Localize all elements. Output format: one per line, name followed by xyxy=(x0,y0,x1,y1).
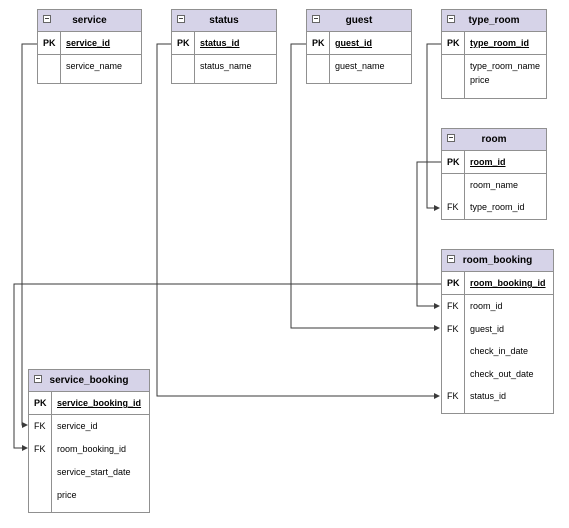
field-name: status_id xyxy=(470,391,507,401)
key-marker: PK xyxy=(177,38,190,48)
key-marker: PK xyxy=(312,38,325,48)
table-row-pk: PK room_id xyxy=(442,151,546,174)
table-row: type_room_name xyxy=(442,59,546,73)
table-row: price xyxy=(442,73,546,87)
table-header[interactable]: guest xyxy=(307,10,411,32)
field-name: service_name xyxy=(66,61,123,71)
table-row: check_out_date xyxy=(442,363,553,386)
field-name: service_start_date xyxy=(57,467,131,477)
collapse-toggle-icon[interactable] xyxy=(177,15,185,23)
relation-line-guest xyxy=(290,43,440,331)
relation-line-room xyxy=(416,161,441,309)
field-name: room_id xyxy=(470,301,503,311)
field-name: status_id xyxy=(200,38,240,48)
field-name: guest_id xyxy=(335,38,373,48)
field-name: room_booking_id xyxy=(470,278,546,288)
field-name: guest_id xyxy=(470,323,505,334)
relation-line-status xyxy=(156,43,440,399)
table-row: room_name xyxy=(442,174,546,196)
field-name: service_id xyxy=(66,38,111,48)
table-service[interactable]: service PK service_id service_name xyxy=(37,9,142,84)
table-row-pk: PK service_booking_id xyxy=(29,392,149,415)
table-row: guest_name xyxy=(307,55,411,77)
table-room-booking[interactable]: room_booking PK room_booking_id FK room_… xyxy=(441,249,554,414)
field-name: status_name xyxy=(200,61,252,71)
table-name: room_booking xyxy=(462,255,533,266)
field-name: room_id xyxy=(470,157,506,167)
key-marker: FK xyxy=(34,421,46,431)
field-name: service_id xyxy=(57,421,98,431)
table-service-booking[interactable]: service_booking PK service_booking_id FK… xyxy=(28,369,150,513)
table-name: service xyxy=(72,15,107,26)
table-guest[interactable]: guest PK guest_id guest_name xyxy=(306,9,412,84)
table-name: room xyxy=(481,134,507,145)
collapse-toggle-icon[interactable] xyxy=(34,375,42,383)
table-header[interactable]: service_booking xyxy=(29,370,149,392)
field-name: type_room_id xyxy=(470,202,525,212)
table-row-pk: PK type_room_id xyxy=(442,32,546,55)
table-row: service_name xyxy=(38,55,141,77)
field-name: room_booking_id xyxy=(57,444,127,454)
table-row-pk: PK guest_id xyxy=(307,32,411,55)
table-status[interactable]: status PK status_id status_name xyxy=(171,9,277,84)
table-row-fk: FK room_booking_id xyxy=(29,438,149,461)
table-header[interactable]: room xyxy=(442,129,546,151)
field-name: type_room_id xyxy=(470,38,530,48)
table-room[interactable]: room PK room_id room_name FK type_room_i… xyxy=(441,128,547,220)
table-row-pk: PK status_id xyxy=(172,32,276,55)
table-name: type_room xyxy=(468,15,520,26)
collapse-toggle-icon[interactable] xyxy=(312,15,320,23)
key-marker: FK xyxy=(447,391,459,401)
key-marker: PK xyxy=(43,38,56,48)
table-header[interactable]: type_room xyxy=(442,10,546,32)
table-row: service_start_date xyxy=(29,461,149,484)
field-name: service_booking_id xyxy=(57,398,142,408)
field-name: price xyxy=(470,75,490,85)
table-header[interactable]: service xyxy=(38,10,141,32)
collapse-toggle-icon[interactable] xyxy=(447,15,455,23)
table-type-room[interactable]: type_room PK type_room_id type_room_name… xyxy=(441,9,547,99)
key-marker: PK xyxy=(34,398,47,408)
table-row: check_in_date xyxy=(442,340,553,363)
field-name: price xyxy=(57,490,77,500)
table-row-fk: FK service_id xyxy=(29,415,149,438)
field-name: check_in_date xyxy=(470,346,529,356)
field-name: check_out_date xyxy=(470,368,534,379)
field-name: guest_name xyxy=(335,61,385,71)
key-marker: PK xyxy=(447,278,460,288)
key-marker: FK xyxy=(34,444,46,454)
table-name: status xyxy=(209,15,239,26)
table-name: guest xyxy=(345,15,373,26)
table-row-fk: FK guest_id xyxy=(442,318,553,341)
field-name: type_room_name xyxy=(470,61,541,71)
table-row-pk: PK room_booking_id xyxy=(442,272,553,295)
relation-line-service xyxy=(21,43,37,428)
table-row: price xyxy=(29,484,149,507)
key-marker: FK xyxy=(447,202,459,212)
key-marker: FK xyxy=(447,301,459,311)
collapse-toggle-icon[interactable] xyxy=(447,134,455,142)
field-name: room_name xyxy=(470,180,519,190)
key-marker: PK xyxy=(447,38,460,48)
key-marker: FK xyxy=(447,323,459,334)
table-row-fk: FK room_id xyxy=(442,295,553,318)
table-header[interactable]: status xyxy=(172,10,276,32)
table-row-pk: PK service_id xyxy=(38,32,141,55)
table-header[interactable]: room_booking xyxy=(442,250,553,272)
collapse-toggle-icon[interactable] xyxy=(447,255,455,263)
relation-line-type-room xyxy=(426,43,441,211)
table-row-fk: FK type_room_id xyxy=(442,196,546,219)
table-name: service_booking xyxy=(49,375,129,386)
collapse-toggle-icon[interactable] xyxy=(43,15,51,23)
key-marker: PK xyxy=(447,157,460,167)
table-row: status_name xyxy=(172,55,276,77)
table-row-fk: FK status_id xyxy=(442,385,553,408)
